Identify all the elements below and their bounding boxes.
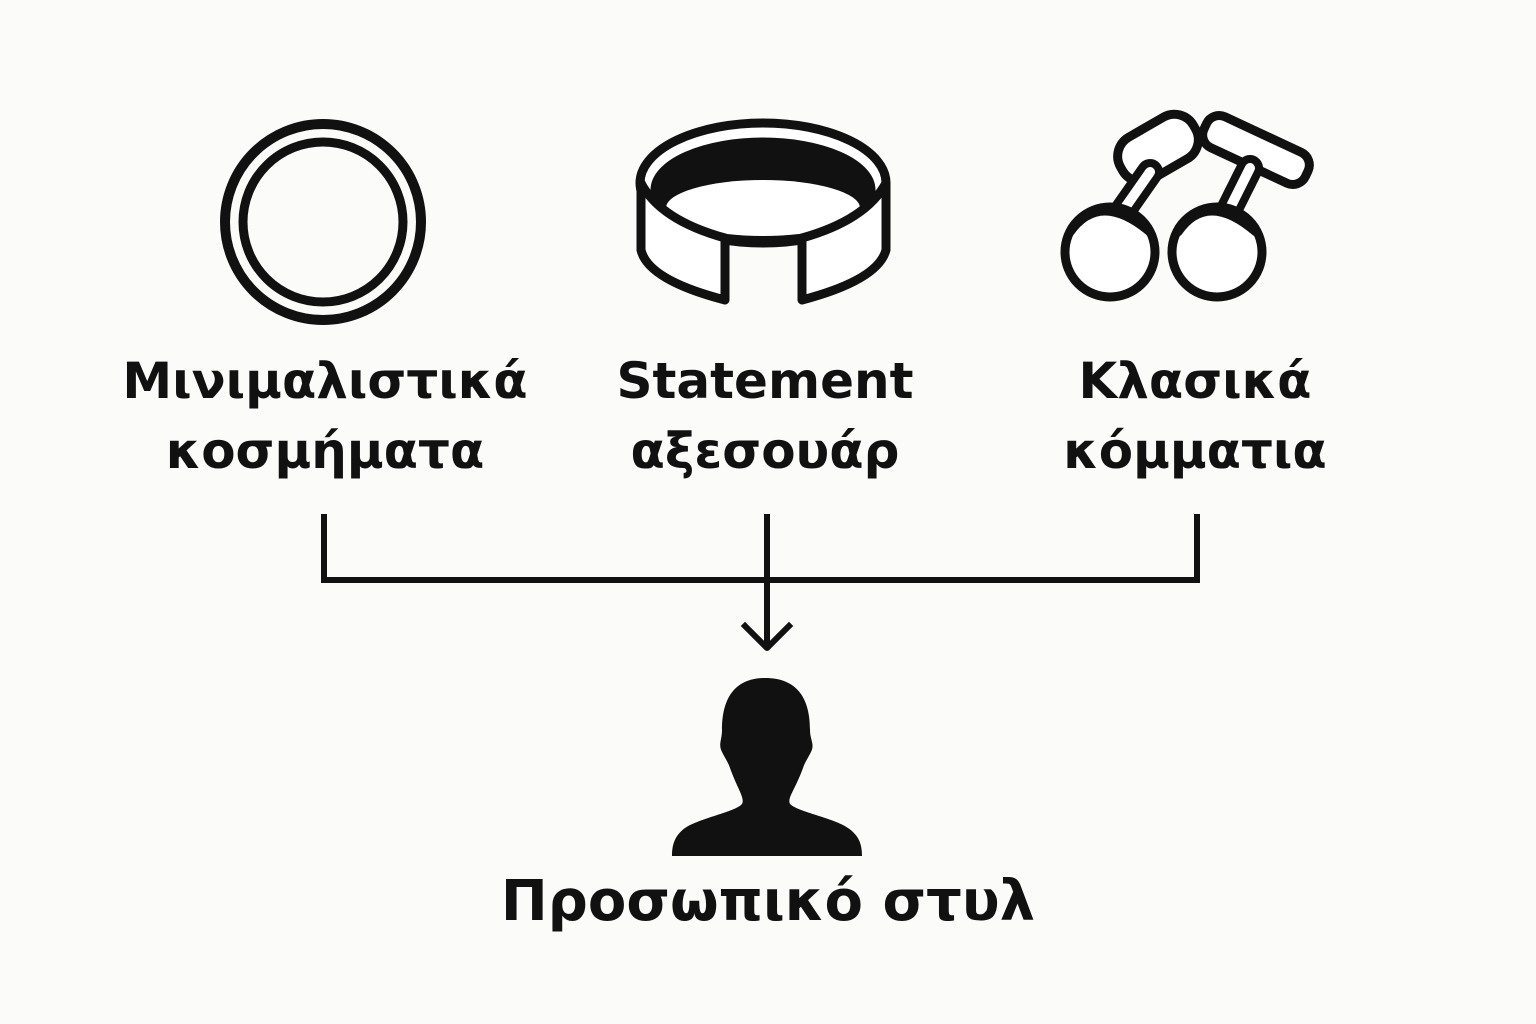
cuff-bracelet-icon xyxy=(635,118,891,305)
source-label-line2: κόμματια xyxy=(1063,422,1327,480)
arrow-head-icon xyxy=(740,621,794,651)
source-label-line2: αξεσουάρ xyxy=(630,422,900,480)
source-label-classic: Κλασικά κόμματια xyxy=(990,346,1400,486)
source-label-minimalist: Μινιμαλιστικά κοσμήματα xyxy=(120,346,530,486)
person-silhouette-icon xyxy=(672,678,862,856)
connector-lines xyxy=(321,514,1200,651)
ring-icon xyxy=(220,119,426,325)
source-label-line2: κοσμήματα xyxy=(165,422,485,480)
source-label-line1: Κλασικά xyxy=(1078,352,1312,410)
source-label-line1: Μινιμαλιστικά xyxy=(122,352,528,410)
cufflinks-icon xyxy=(1060,109,1314,302)
result-label: Προσωπικό στυλ xyxy=(418,866,1118,938)
source-label-line1: Statement xyxy=(616,352,914,410)
result-label-text: Προσωπικό στυλ xyxy=(500,869,1036,934)
source-label-statement: Statement αξεσουάρ xyxy=(560,346,970,486)
